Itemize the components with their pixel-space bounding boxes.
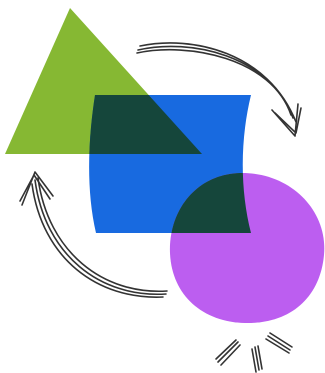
spark-marks [216, 333, 292, 372]
